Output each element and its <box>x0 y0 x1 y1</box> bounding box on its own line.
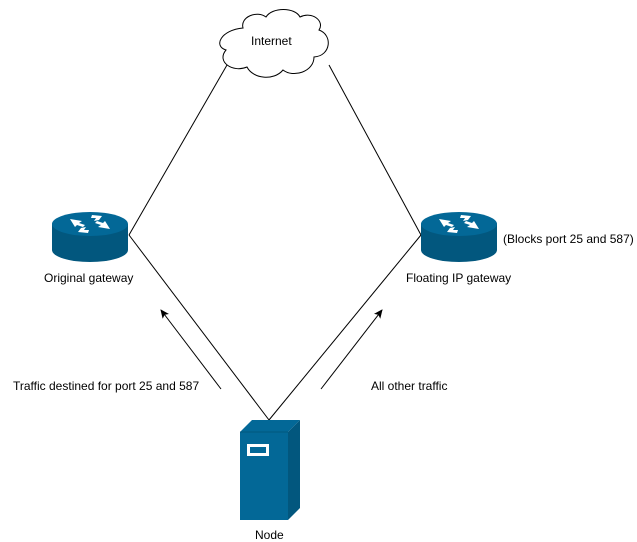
internet-label: Internet <box>251 34 292 48</box>
server-tower-icon <box>240 420 300 520</box>
cloud-icon <box>219 9 329 78</box>
floating-gateway-label: Floating IP gateway <box>406 271 512 285</box>
flow-left-label: Traffic destined for port 25 and 587 <box>13 379 200 393</box>
original-gateway-label: Original gateway <box>44 271 134 285</box>
router-icon <box>52 212 128 262</box>
node-label: Node <box>255 528 284 542</box>
flow-right-label: All other traffic <box>371 379 448 393</box>
floating-gateway-note: (Blocks port 25 and 587) <box>503 232 634 246</box>
flow-arrow-right <box>320 309 383 390</box>
router-icon <box>421 212 497 262</box>
edge-internet-original-gateway <box>128 64 228 236</box>
edge-internet-floating-gateway <box>328 64 422 236</box>
flow-arrow-left <box>160 309 222 390</box>
edge-node-floating-gateway <box>268 234 422 421</box>
edge-node-original-gateway <box>128 234 270 421</box>
